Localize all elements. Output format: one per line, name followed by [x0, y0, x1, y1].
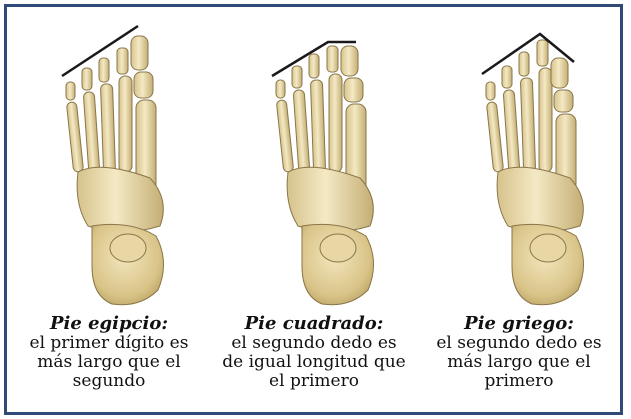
caption-description: el segundo dedo es más largo que el prim…: [436, 333, 602, 391]
caption-description: el segundo dedo es de igual longitud que…: [222, 333, 406, 391]
caption-title: Pie egipcio:: [49, 313, 168, 334]
foot-square-icon: [271, 40, 374, 306]
caption-description: el primer dígito es más largo que el seg…: [29, 333, 189, 391]
caption-egyptian: Pie egipcio: el primer dígito es más lar…: [14, 314, 204, 391]
caption-square: Pie cuadrado: el segundo dedo es de igua…: [219, 314, 409, 391]
foot-egyptian-icon: [61, 24, 164, 306]
caption-title: Pie griego:: [464, 313, 574, 334]
foot-greek-icon: [481, 32, 584, 306]
caption-greek: Pie griego: el segundo dedo es más largo…: [424, 314, 614, 391]
caption-title: Pie cuadrado:: [244, 313, 384, 334]
